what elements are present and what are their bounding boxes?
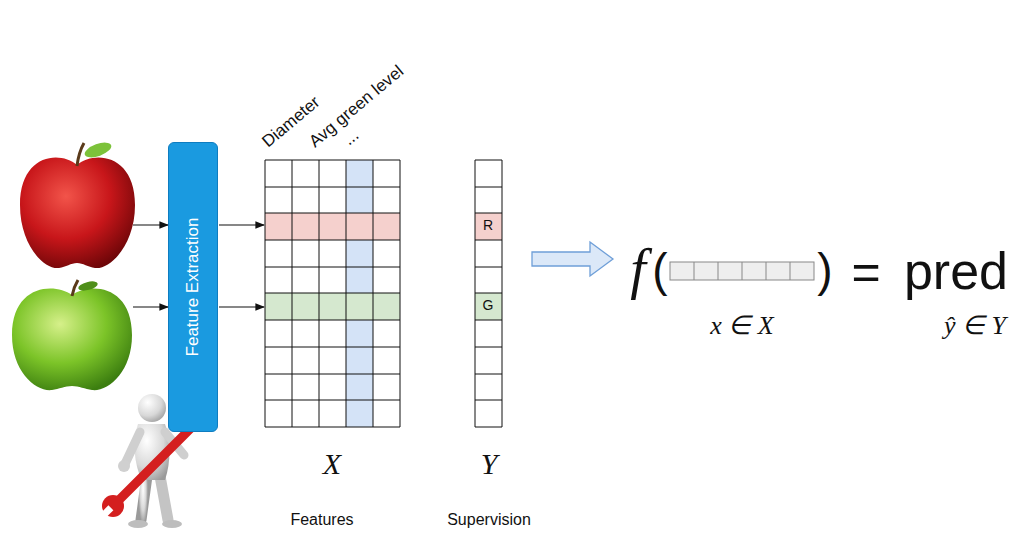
parenthesis: ( [652, 245, 667, 296]
learn-arrow [532, 242, 613, 276]
caption-label: Features [290, 511, 353, 529]
math-annotation: x ∈ X [710, 312, 773, 341]
supervision-column [475, 160, 502, 427]
label-cell-red [475, 213, 502, 240]
prediction-label: pred [904, 243, 1008, 300]
input-arrow [133, 306, 168, 307]
math-annotation: ŷ ∈ Y [944, 312, 1006, 341]
apple-stem [77, 143, 84, 166]
parenthesis: ) [817, 245, 832, 296]
caption-label: Supervision [447, 511, 531, 529]
box-label: Feature Extraction [184, 218, 203, 357]
grid-lines [265, 160, 400, 427]
apple-leaf [83, 140, 113, 161]
apple-stem [72, 280, 78, 296]
matrix-symbol: X [323, 447, 341, 480]
apple-body [12, 288, 132, 390]
class-label: R [483, 218, 493, 233]
process-box: Feature Extraction [168, 142, 218, 432]
function-symbol: f [630, 239, 646, 301]
equals-sign: = [851, 245, 880, 300]
class-label: G [483, 298, 494, 313]
column-header: ... [340, 127, 363, 150]
grid-lines [475, 160, 502, 427]
output-arrow [219, 306, 264, 307]
feature-matrix [265, 160, 400, 427]
input-vector [670, 262, 814, 280]
highlight-row-red [265, 213, 400, 240]
apple-leaf [77, 280, 98, 293]
matrix-symbol: Y [481, 447, 498, 480]
apple-body [20, 158, 135, 269]
highlight-row-green [265, 293, 400, 320]
wrench [116, 423, 196, 503]
green-apple [12, 280, 132, 391]
output-arrow [219, 224, 264, 225]
red-apple [20, 140, 135, 269]
label-cell-green [475, 293, 502, 320]
input-arrow [133, 224, 168, 225]
